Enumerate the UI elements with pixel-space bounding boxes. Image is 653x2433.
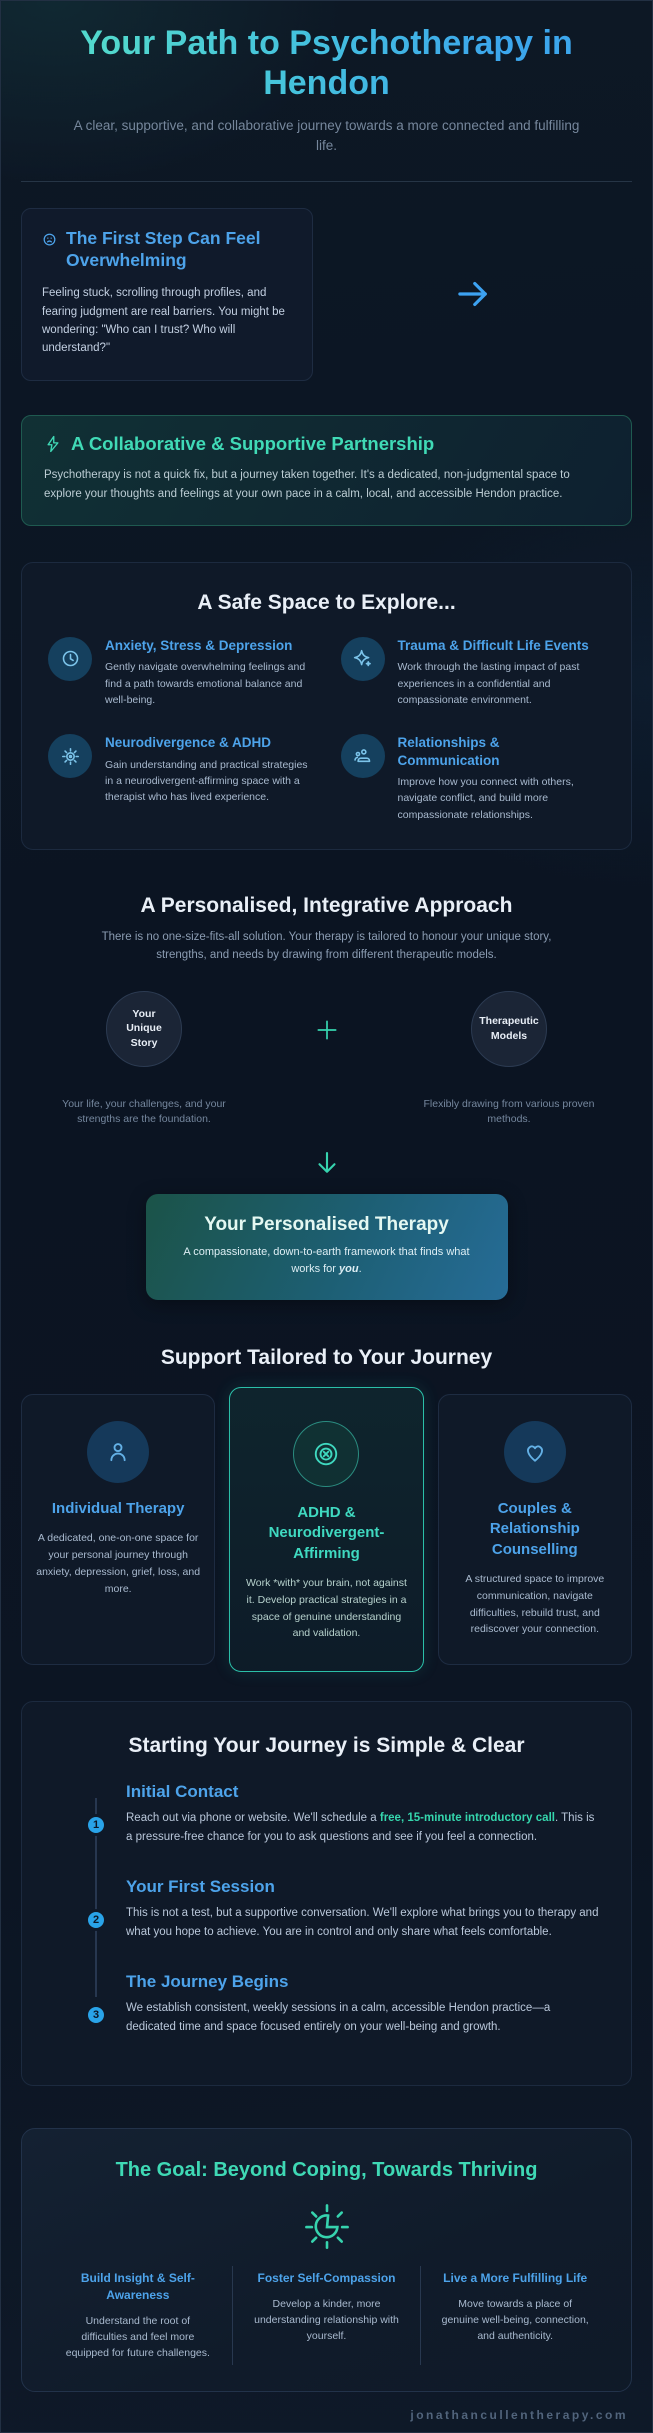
person-icon	[87, 1421, 150, 1484]
journey-panel: Starting Your Journey is Simple & Clear …	[21, 1701, 632, 2086]
goal-column-body: Develop a kinder, more understanding rel…	[254, 2297, 399, 2343]
step-number-badge: 2	[85, 1909, 107, 1932]
therapeutic-models-circle: Therapeutic Models	[471, 990, 547, 1067]
item-title: Relationships & Communication	[397, 735, 500, 768]
arrow-right-icon	[313, 273, 632, 315]
item-title: Neurodivergence & ADHD	[105, 735, 272, 751]
first-step-card: The First Step Can Feel Overwhelming Fee…	[21, 207, 313, 381]
heart-icon	[503, 1421, 566, 1484]
list-item: Relationships & Communication Improve ho…	[340, 734, 606, 823]
safe-space-panel: A Safe Space to Explore... Anxiety, Stre…	[21, 561, 632, 850]
item-title: Anxiety, Stress & Depression	[105, 637, 293, 653]
divider	[21, 180, 632, 182]
support-section: Support Tailored to Your Journey Individ…	[21, 1346, 632, 1673]
goal-panel: The Goal: Beyond Coping, Towards Thrivin…	[21, 2127, 632, 2393]
safe-space-grid: Anxiety, Stress & Depression Gently navi…	[48, 636, 606, 823]
brain-icon	[293, 1421, 360, 1488]
journey-step-2: 2 Your First Session This is not a test,…	[52, 1877, 601, 1942]
goal-column-title: Live a More Fulfilling Life	[443, 2270, 588, 2285]
support-card-individual: Individual Therapy A dedicated, one-on-o…	[21, 1394, 216, 1666]
card-body: A structured space to improve communicat…	[465, 1572, 605, 1636]
item-body: Gently navigate overwhelming feelings an…	[105, 661, 306, 706]
goal-column-title: Foster Self-Compassion	[257, 2270, 396, 2285]
personalised-therapy-card: Your Personalised Therapy A compassionat…	[145, 1194, 508, 1301]
list-item: Anxiety, Stress & Depression Gently navi…	[48, 636, 313, 708]
item-title: Trauma & Difficult Life Events	[397, 637, 589, 653]
safe-space-title: A Safe Space to Explore...	[197, 590, 456, 614]
sun-icon	[44, 2200, 609, 2252]
result-title: Your Personalised Therapy	[204, 1214, 449, 1236]
journey-title: Starting Your Journey is Simple & Clear	[128, 1734, 525, 1758]
sad-face-icon	[42, 232, 57, 273]
unique-story-circle: Your Unique Story	[106, 990, 182, 1067]
support-card-adhd: ADHD & Neurodivergent-Affirming Work *wi…	[229, 1387, 424, 1673]
highlight-free-call: free, 15-minute introductory call	[379, 1812, 555, 1825]
goal-column-body: Move towards a place of genuine well-bei…	[441, 2297, 589, 2343]
item-body: Gain understanding and practical strateg…	[105, 758, 308, 804]
support-card-couples: Couples & Relationship Counselling A str…	[437, 1394, 632, 1666]
result-body: A compassionate, down-to-earth framework…	[183, 1246, 470, 1276]
therapeutic-models-caption: Flexibly drawing from various proven met…	[423, 1097, 595, 1126]
step-title: Your First Session	[126, 1877, 275, 1897]
approach-diagram: Your Unique Story Your life, your challe…	[21, 990, 632, 1129]
goal-column-insight: Build Insight & Self-Awareness Understan…	[44, 2266, 232, 2365]
goal-column-fulfilling: Live a More Fulfilling Life Move towards…	[420, 2265, 609, 2366]
goal-column-body: Understand the root of difficulties and …	[65, 2314, 210, 2360]
users-icon	[340, 734, 385, 779]
step-number-badge: 1	[85, 1814, 107, 1837]
clock-icon	[48, 636, 92, 681]
partnership-title: A Collaborative & Supportive Partnership	[71, 432, 435, 454]
unique-story-node: Your Unique Story Your life, your challe…	[49, 990, 239, 1129]
step-body: This is not a test, but a supportive con…	[126, 1907, 599, 1939]
plus-icon	[239, 1017, 414, 1129]
approach-subtitle: There is no one-size-fits-all solution. …	[101, 930, 552, 961]
first-step-body: Feeling stuck, scrolling through profile…	[42, 287, 285, 355]
card-body: Work *with* your brain, not against it. …	[246, 1576, 407, 1640]
partnership-card: A Collaborative & Supportive Partnership…	[21, 414, 632, 526]
card-body: A dedicated, one-on-one space for your p…	[36, 1532, 201, 1595]
card-title: Individual Therapy	[51, 1500, 185, 1518]
list-item: Neurodivergence & ADHD Gain understandin…	[48, 734, 313, 823]
partnership-body: Psychotherapy is not a quick fix, but a …	[44, 468, 570, 500]
page-subtitle: A clear, supportive, and collaborative j…	[73, 118, 580, 154]
goal-column-compassion: Foster Self-Compassion Develop a kinder,…	[231, 2265, 421, 2366]
journey-step-1: 1 Initial Contact Reach out via phone or…	[52, 1782, 601, 1847]
lightning-icon	[44, 435, 62, 453]
step-number-badge: 3	[85, 2003, 107, 2026]
card-title: ADHD & Neurodivergent-Affirming	[268, 1504, 385, 1562]
step-title: Initial Contact	[126, 1782, 239, 1802]
unique-story-caption: Your life, your challenges, and your str…	[62, 1097, 226, 1126]
emphasis-you: you	[339, 1263, 359, 1276]
step-title: The Journey Begins	[126, 1971, 289, 1991]
approach-section: A Personalised, Integrative Approach The…	[21, 893, 632, 1301]
step-body: We establish consistent, weekly sessions…	[126, 2001, 551, 2033]
approach-title: A Personalised, Integrative Approach	[140, 893, 513, 917]
sparkle-icon	[340, 636, 385, 681]
journey-step-3: 3 The Journey Begins We establish consis…	[52, 1972, 601, 2037]
goal-title: The Goal: Beyond Coping, Towards Thrivin…	[115, 2158, 538, 2181]
card-title: Couples & Relationship Counselling	[489, 1500, 580, 1558]
page-title: Your Path to Psychotherapy in Hendon	[39, 23, 614, 103]
item-body: Work through the lasting impact of past …	[397, 661, 580, 706]
site-url: jonathancullentherapy.com	[410, 2408, 628, 2423]
goal-column-title: Build Insight & Self-Awareness	[80, 2270, 195, 2302]
list-item: Trauma & Difficult Life Events Work thro…	[340, 636, 606, 708]
gear-icon	[48, 734, 92, 779]
arrow-down-icon	[21, 1148, 632, 1178]
therapeutic-models-node: Therapeutic Models Flexibly drawing from…	[414, 990, 604, 1129]
first-step-title: The First Step Can Feel Overwhelming	[66, 227, 261, 271]
step-body: Reach out via phone or website. We'll sc…	[126, 1812, 595, 1844]
item-body: Improve how you connect with others, nav…	[397, 776, 574, 821]
support-title: Support Tailored to Your Journey	[160, 1346, 493, 1370]
first-step-section: The First Step Can Feel Overwhelming Fee…	[21, 207, 632, 381]
